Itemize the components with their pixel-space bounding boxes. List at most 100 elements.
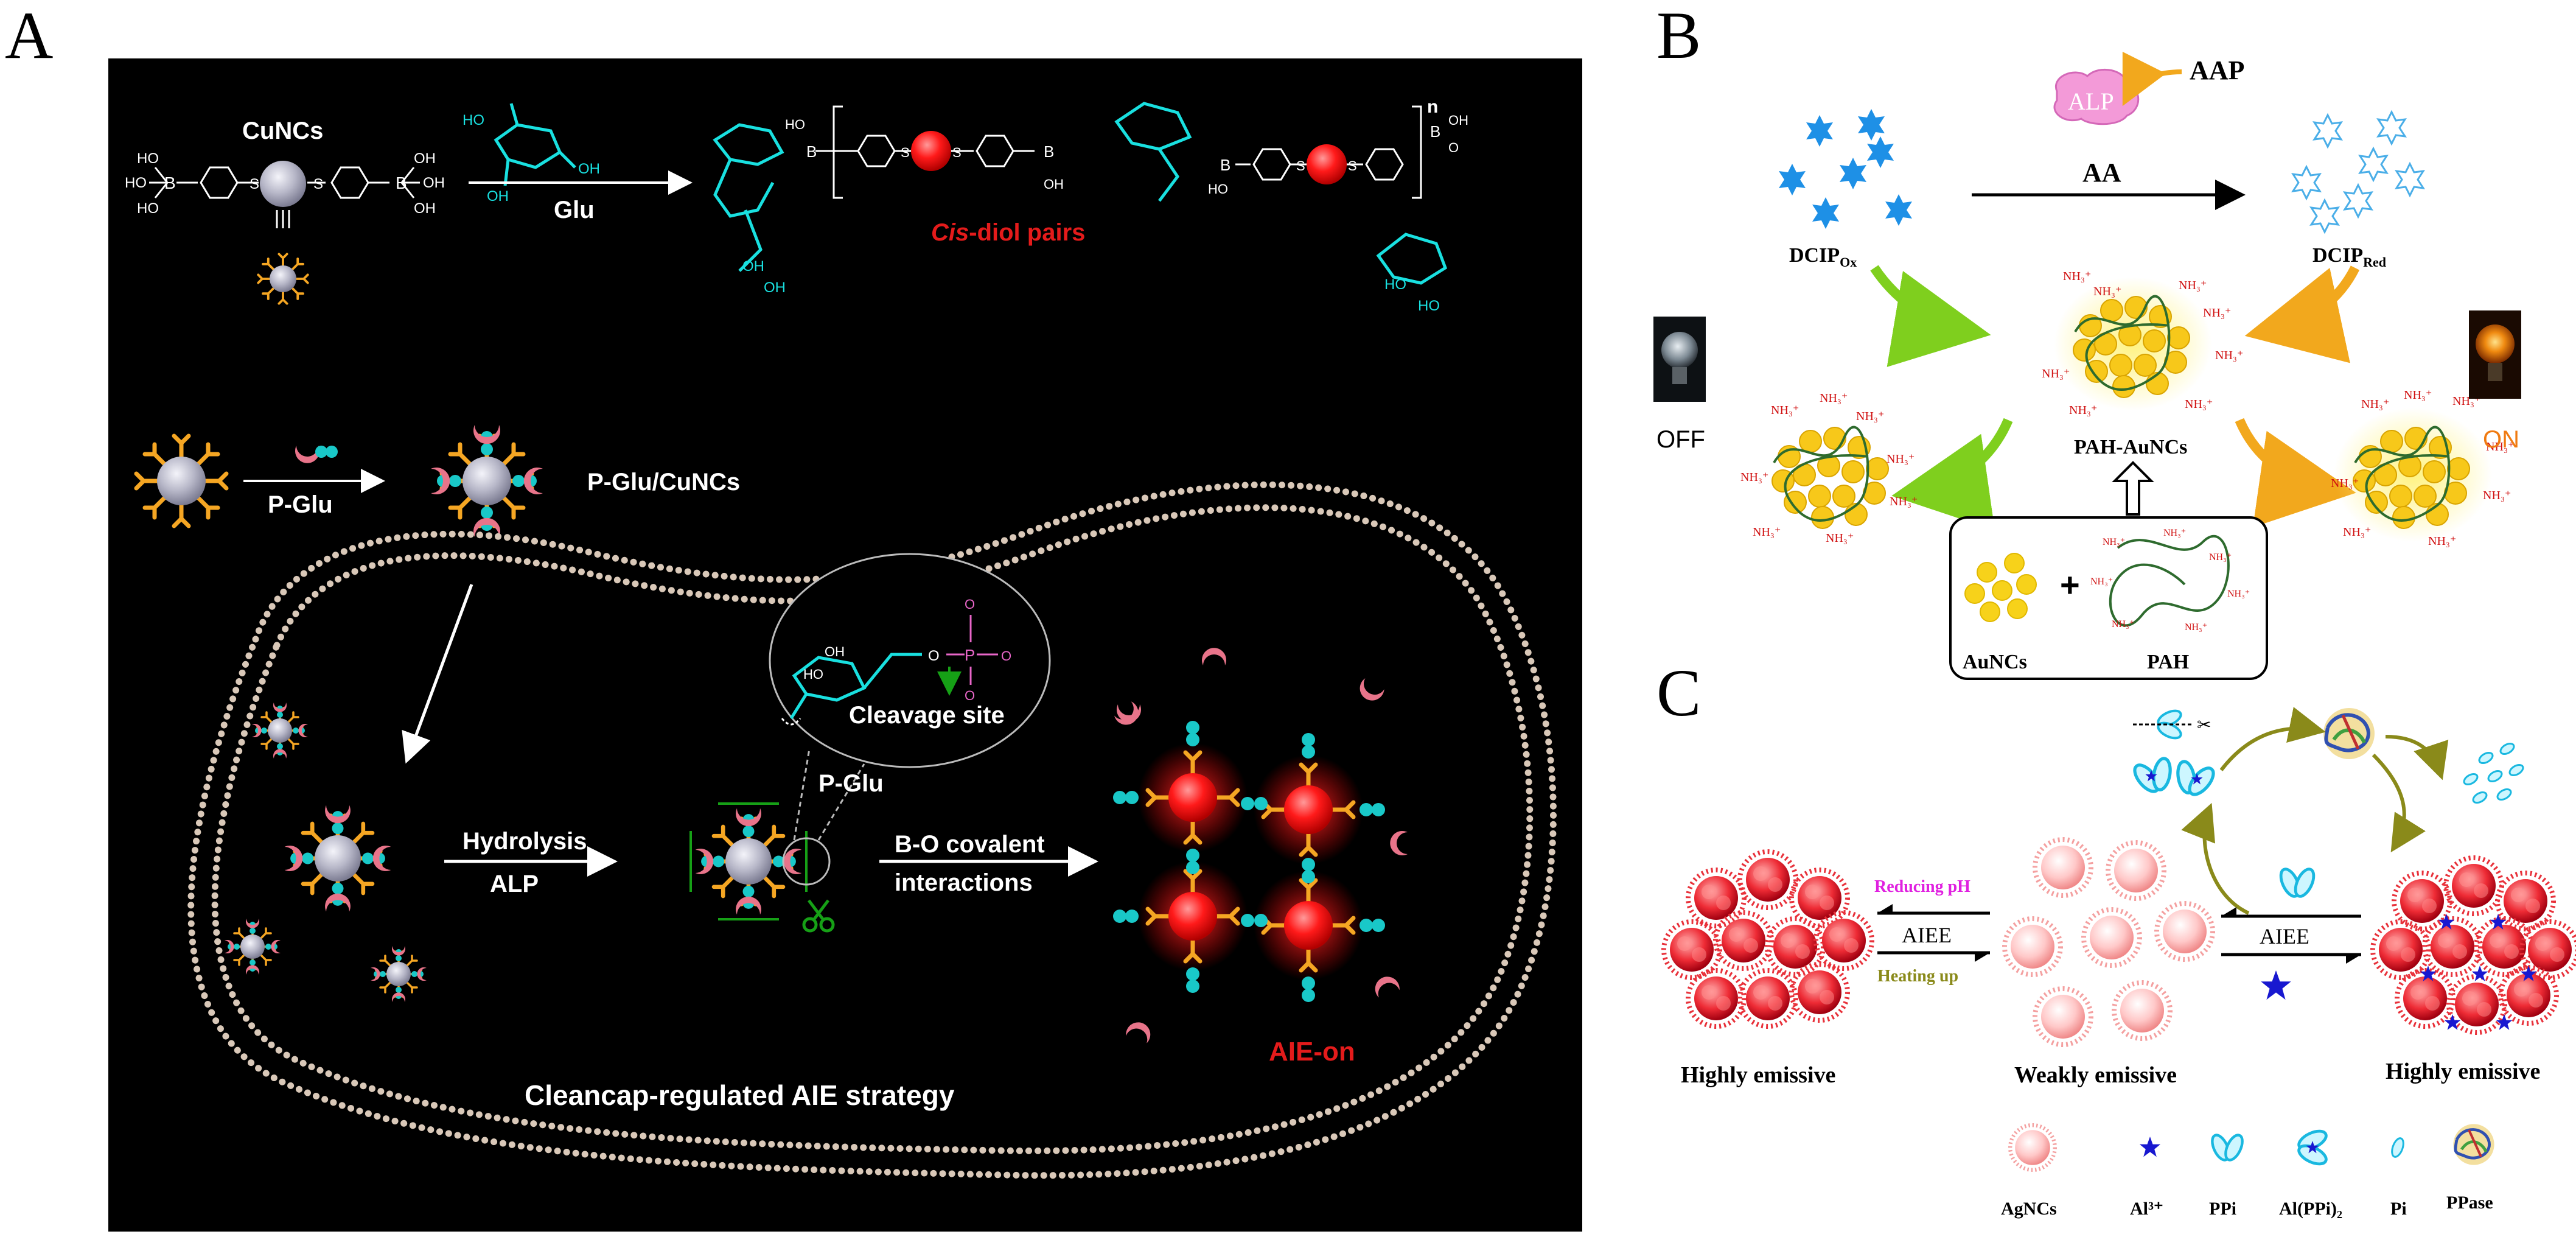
strategy-label: Cleancap-regulated AIE strategy xyxy=(525,1079,955,1111)
boron-right: B xyxy=(396,174,407,192)
legend: AgNCs Al³⁺ PPi Al(PPi)₂ Pi PPase xyxy=(2001,1124,2494,1219)
polymer-n-subscript: n xyxy=(1427,97,1438,117)
svg-text:NH₃⁺: NH₃⁺ xyxy=(1890,495,1918,508)
emissive-aggregate-left xyxy=(1664,852,1872,1026)
highly-emissive-right-label: Highly emissive xyxy=(2386,1059,2540,1084)
orange-arrow-out xyxy=(2235,418,2356,528)
svg-text:NH₃⁺: NH₃⁺ xyxy=(2179,279,2207,292)
svg-text:NH₃⁺: NH₃⁺ xyxy=(1740,471,1768,484)
poly-ho-1: HO xyxy=(785,117,805,132)
svg-text:NH₃⁺: NH₃⁺ xyxy=(2215,349,2243,362)
aiee-left-label: AIEE xyxy=(1902,923,1952,947)
aie-cluster-4 xyxy=(1254,871,1363,980)
cunc-label: CuNCs xyxy=(242,117,323,144)
svg-text:NH₃⁺: NH₃⁺ xyxy=(1887,452,1915,466)
boron-left: B xyxy=(164,174,176,192)
svg-text:NH₃⁺: NH₃⁺ xyxy=(2227,589,2250,599)
svg-text:NH₃⁺: NH₃⁺ xyxy=(2483,489,2511,502)
poly-oh-cyan-2: OH xyxy=(764,279,786,296)
aie-cluster-1 xyxy=(1138,743,1248,852)
poly-ho-cyan-2: HO xyxy=(1384,276,1406,293)
cis-diol-polymer: S S S S B B B B HO OH HO OH O n OH OH HO… xyxy=(713,97,1468,314)
alppi-icon xyxy=(2296,1127,2329,1168)
alp-enzyme-icon: ALP xyxy=(2053,68,2140,125)
svg-text:NH₃⁺: NH₃⁺ xyxy=(2428,535,2456,548)
aunc-particles xyxy=(1964,553,2037,622)
ho-label-2: HO xyxy=(125,175,147,191)
svg-text:NH₃⁺: NH₃⁺ xyxy=(1826,531,1854,545)
bo-label-line2: interactions xyxy=(895,869,1033,896)
scissors-icon xyxy=(802,899,835,933)
alp-label: ALP xyxy=(490,871,539,897)
cleaving-cunc xyxy=(689,802,808,920)
aiee-right-label: AIEE xyxy=(2260,924,2309,948)
poly-s-3: S xyxy=(1296,158,1305,174)
al-star-under-arrow-icon xyxy=(2261,970,2291,1000)
aa-label: AA xyxy=(2082,158,2121,188)
pglu-cunc-label: P-Glu/CuNCs xyxy=(587,469,740,496)
poly-ho-2: HO xyxy=(1208,181,1228,197)
svg-text:NH₃⁺: NH₃⁺ xyxy=(2042,367,2070,380)
glu-reaction: OH OH HO Glu xyxy=(462,103,693,223)
svg-text:NH₃⁺: NH₃⁺ xyxy=(2112,619,2134,629)
cleavage-circle xyxy=(782,837,831,886)
svg-text:NH₃⁺: NH₃⁺ xyxy=(1753,525,1781,539)
ho-label-1: HO xyxy=(137,150,159,167)
emissive-cluster-on xyxy=(2333,407,2493,543)
pi-products xyxy=(2463,742,2524,804)
star-icon xyxy=(2139,1137,2161,1157)
quenched-cluster xyxy=(1771,426,1889,529)
legend-label-agncs: AgNCs xyxy=(2001,1199,2057,1219)
svg-text:✂: ✂ xyxy=(2197,715,2211,734)
pi-icon xyxy=(2391,1137,2404,1158)
svg-text:NH₃⁺: NH₃⁺ xyxy=(2069,404,2097,417)
composition-box xyxy=(1949,516,2268,680)
pah-aunc-center-cluster xyxy=(2053,276,2213,412)
pah-label: PAH xyxy=(2147,651,2189,673)
pglu-label-in-cell: P-Glu xyxy=(819,770,884,797)
ppi-icon xyxy=(2209,1132,2246,1162)
dcip-ox-stars xyxy=(1779,109,1912,229)
zoom-oh-1: OH xyxy=(825,644,845,659)
s-label-1: S xyxy=(250,176,259,192)
svg-text:NH₃⁺: NH₃⁺ xyxy=(2163,528,2186,538)
svg-text:NH₃⁺: NH₃⁺ xyxy=(2203,306,2231,320)
svg-text:NH₃⁺: NH₃⁺ xyxy=(2185,398,2213,411)
glu-oh-1: OH xyxy=(578,161,600,177)
legend-label-ppase: PPase xyxy=(2446,1193,2493,1213)
svg-text:NH₃⁺: NH₃⁺ xyxy=(1771,404,1799,417)
phos-o-1: O xyxy=(965,597,975,612)
aie-aggregate xyxy=(1113,721,1385,1002)
cleavage-site-label: Cleavage site xyxy=(849,702,1005,729)
heating-up-label: Heating up xyxy=(1877,967,1958,986)
svg-text:NH₃⁺: NH₃⁺ xyxy=(1856,410,1884,423)
svg-text:NH₃⁺: NH₃⁺ xyxy=(2404,388,2432,402)
pah-nh3-labels: NH₃⁺ NH₃⁺ NH₃⁺ NH₃⁺ NH₃⁺ NH₃⁺ NH₃⁺ xyxy=(2090,528,2250,633)
svg-text:NH₃⁺: NH₃⁺ xyxy=(2063,270,2091,283)
svg-text:NH₃⁺: NH₃⁺ xyxy=(2343,525,2371,539)
svg-text:NH₃⁺: NH₃⁺ xyxy=(2331,477,2359,490)
pglu-dot-2 xyxy=(326,446,338,458)
green-arrow-in xyxy=(1870,265,1991,367)
reducing-ph-label: Reducing pH xyxy=(1874,877,1970,896)
ppase-cycle: ✂ xyxy=(2129,706,2524,915)
cell-membrane xyxy=(187,481,1557,1179)
polymer-cu-sphere-1 xyxy=(911,131,951,171)
alp-enzyme-label: ALP xyxy=(2068,88,2114,115)
poly-ho-cyan-1: HO xyxy=(1418,298,1440,314)
svg-text:NH₃⁺: NH₃⁺ xyxy=(1820,391,1848,405)
panel-c-letter: C xyxy=(1656,656,1701,730)
poly-b-2: B xyxy=(1044,142,1054,161)
panel-c: C ✂ xyxy=(1656,656,2576,1219)
agnc-icon xyxy=(2010,1125,2055,1170)
bo-label-line1: B-O covalent xyxy=(895,831,1045,858)
glu-ho-1: HO xyxy=(462,112,484,128)
zoom-ho-1: HO xyxy=(803,667,823,682)
aunc-label: AuNCs xyxy=(1963,651,2027,673)
composition-arrow xyxy=(2112,461,2154,516)
panel-a-letter: A xyxy=(5,0,53,72)
s-label-2: S xyxy=(313,176,323,192)
pah-polymer-icon xyxy=(2109,535,2230,627)
poly-s-1: S xyxy=(901,145,910,160)
svg-text:NH₃⁺: NH₃⁺ xyxy=(2361,398,2389,411)
